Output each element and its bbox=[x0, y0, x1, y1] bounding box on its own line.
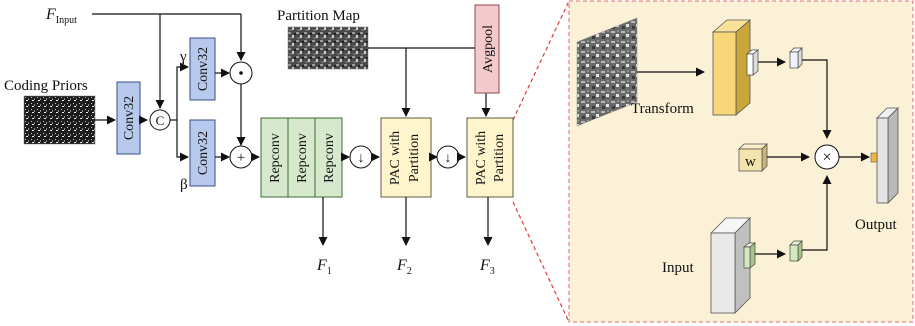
multiply-symbol: × bbox=[822, 149, 831, 166]
concat-symbol: C bbox=[156, 113, 165, 128]
down-symbol-1: ↓ bbox=[358, 151, 365, 166]
repconv-label-3: Repconv bbox=[322, 133, 337, 183]
transform-cuboid bbox=[711, 19, 752, 116]
coding-priors-label: Coding Priors bbox=[4, 78, 88, 94]
transform-feature-cube bbox=[746, 49, 759, 76]
avgpool-label: Avgpool bbox=[481, 25, 496, 73]
output-label: Output bbox=[855, 217, 898, 233]
partition-map-label: Partition Map bbox=[277, 8, 360, 24]
down-symbol-2: ↓ bbox=[445, 151, 452, 166]
repconv-block-3 bbox=[314, 117, 343, 198]
conv-prior-label: Conv32 bbox=[122, 96, 137, 140]
repconv-block-1 bbox=[260, 117, 289, 198]
pac-block-1 bbox=[380, 117, 432, 198]
plus-symbol: + bbox=[237, 150, 245, 166]
input-feature-cube bbox=[743, 242, 756, 269]
zoom-guide-bottom bbox=[512, 201, 570, 323]
conv-gamma-block bbox=[189, 37, 216, 101]
output-cuboid bbox=[870, 107, 899, 204]
conv-beta-block bbox=[189, 119, 216, 187]
avgpool-block bbox=[474, 4, 500, 94]
pac-2-line1: PAC with bbox=[474, 131, 489, 185]
pac-2-line2: Partition bbox=[492, 134, 507, 182]
input-label: Input bbox=[662, 260, 694, 276]
repconv-label-1: Repconv bbox=[268, 133, 283, 183]
beta-label: β bbox=[180, 177, 188, 193]
repconv-label-2: Repconv bbox=[295, 133, 310, 183]
transform-label: Transform bbox=[631, 101, 694, 117]
input-cuboid bbox=[710, 217, 751, 314]
pac-1-line2: Partition bbox=[407, 134, 422, 182]
zoom-guide-top bbox=[512, 0, 570, 121]
pooled-feature-cube bbox=[789, 47, 803, 69]
f3-label: F3 bbox=[479, 257, 495, 277]
repconv-block-2 bbox=[287, 117, 316, 198]
f1-label: F1 bbox=[316, 257, 332, 277]
dot-symbol bbox=[239, 71, 243, 75]
pac-1-line1: PAC with bbox=[388, 131, 403, 185]
gamma-label: γ bbox=[179, 49, 187, 65]
f-input-label: FInput bbox=[45, 6, 77, 26]
input-pooled-cube bbox=[789, 240, 803, 262]
weight-cube bbox=[738, 143, 768, 172]
repconv-group: Repconv Repconv Repconv bbox=[260, 117, 343, 198]
partition-map-image bbox=[287, 26, 369, 70]
conv-beta-label: Conv32 bbox=[196, 131, 211, 175]
coding-priors-image bbox=[23, 95, 96, 145]
conv-gamma-label: Conv32 bbox=[196, 47, 211, 91]
pac-block-2 bbox=[466, 117, 514, 198]
weight-label: w bbox=[745, 154, 756, 170]
panel-partition-image bbox=[576, 17, 638, 127]
f2-label: F2 bbox=[396, 257, 412, 277]
